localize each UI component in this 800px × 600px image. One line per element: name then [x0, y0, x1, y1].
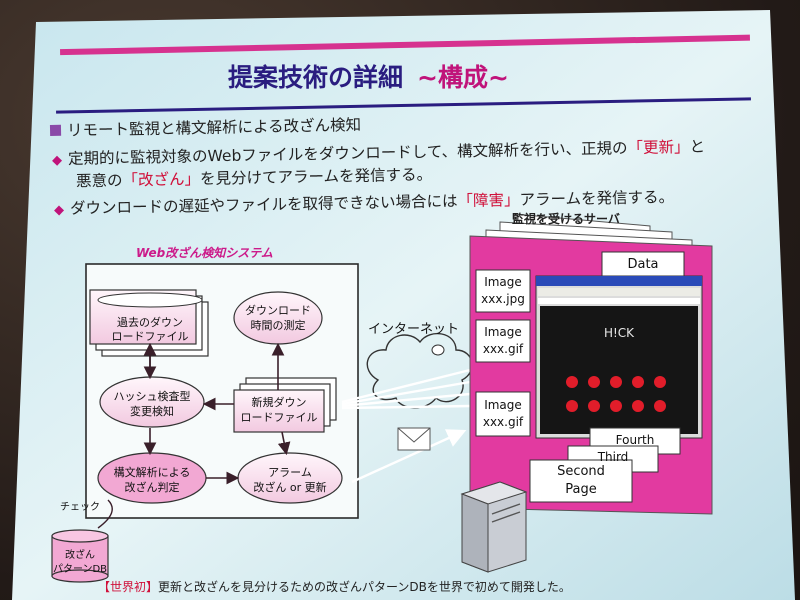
image-gif-a-line-1: Image	[484, 325, 522, 339]
fourth-label: Fourth	[615, 433, 655, 447]
diamond-bullet-icon: ◆	[51, 153, 63, 169]
pattern-db	[51, 529, 109, 583]
server-tower	[460, 481, 528, 573]
download-time-line-1: ダウンロード	[245, 304, 311, 317]
download-time-line-2: 時間の測定	[250, 319, 306, 332]
square-bullet-icon	[49, 124, 62, 136]
data-box	[601, 251, 685, 281]
db-line-1: 改ざん	[65, 550, 95, 561]
past-download-stack	[89, 289, 209, 357]
image-jpg-line-1: Image	[484, 275, 522, 289]
db-line-2: パターンDB	[52, 564, 108, 575]
footer-note: 【世界初】更新と改ざんを見分けるための改ざんパターンDBを世界で初めて開発した。	[98, 578, 571, 595]
third-label: Third	[597, 450, 629, 464]
new-download-stack	[233, 377, 337, 433]
image-gif-b-box	[475, 391, 531, 437]
mail-envelope	[397, 427, 431, 451]
new-download-line-1: 新規ダウン	[251, 396, 307, 409]
slide-title: 提案技術の詳細 ~構成~	[228, 58, 509, 94]
image-jpg-line-2: xxx.jpg	[481, 292, 525, 306]
bullet-2-keyword: 「障害」	[457, 191, 520, 211]
server-label: 監視を受けるサーバ	[512, 212, 620, 226]
image-jpg-box	[475, 269, 531, 313]
bullet-1-text-c: 悪意の	[75, 171, 123, 191]
title-pink-bar	[60, 34, 750, 56]
browser-window	[535, 275, 703, 439]
footer-keyword: 【世界初】	[98, 580, 159, 594]
bullet-1-text-d: を見分けてアラームを発信する。	[199, 165, 433, 189]
parse-line-2: 改ざん判定	[124, 481, 180, 494]
alarm-line-1: アラーム	[268, 466, 312, 479]
second-line-2: Page	[565, 482, 597, 497]
bullet-1-text-b: と	[689, 137, 706, 157]
hash-line-2: 変更検知	[130, 405, 174, 418]
second-line-1: Second	[557, 464, 605, 479]
internet-label: インターネット	[368, 322, 460, 337]
hack-title: H!CK	[603, 326, 635, 340]
parse-line-1: 構文解析による	[113, 466, 191, 479]
new-download-line-2: ロードファイル	[240, 411, 318, 424]
bullet-1-keyword: 「更新」	[627, 138, 690, 158]
image-gif-b-line-2: xxx.gif	[482, 415, 524, 429]
image-gif-b-line-1: Image	[484, 398, 522, 412]
footer-text: 更新と改ざんを見分けるための改ざんパターンDBを世界で初めて開発した。	[158, 580, 571, 594]
title-main: 提案技術の詳細	[228, 63, 404, 92]
alarm-line-2: 改ざん or 更新	[253, 481, 327, 494]
image-gif-a-line-2: xxx.gif	[482, 342, 524, 356]
title-sub: ~構成~	[417, 63, 509, 92]
bullet-1-keyword-2: 「改ざん」	[122, 170, 201, 190]
bullet-2-text-b: アラームを発信する。	[519, 188, 675, 210]
hash-line-1: ハッシュ検査型	[113, 390, 191, 403]
diamond-bullet-icon-2: ◆	[53, 202, 65, 218]
system-label: Web改ざん検知システム	[136, 246, 273, 260]
image-gif-a-box	[475, 319, 531, 363]
second-page-box	[529, 459, 633, 503]
past-download-line-1: 過去のダウン	[117, 316, 183, 329]
data-label: Data	[627, 257, 659, 272]
past-download-line-2: ロードファイル	[111, 330, 189, 343]
check-label: チェック	[60, 502, 100, 513]
